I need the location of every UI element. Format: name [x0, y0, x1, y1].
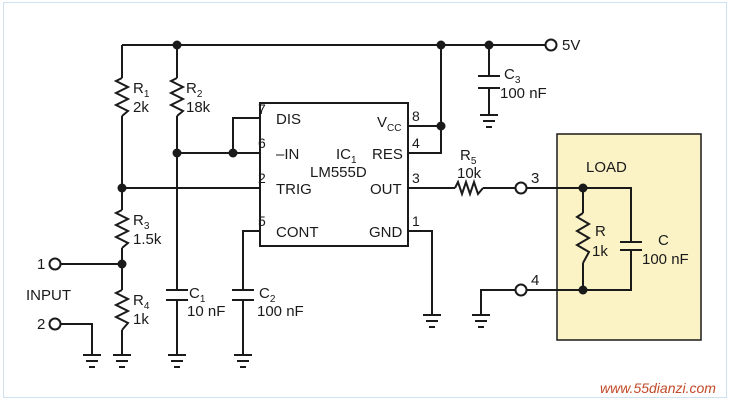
- pin-number-nin: 6: [258, 135, 266, 151]
- ground-icon: [168, 354, 186, 368]
- c2-value: 100 nF: [257, 303, 304, 320]
- r5-value: 10k: [457, 165, 482, 182]
- r4-value: 1k: [133, 311, 149, 328]
- capacitor-c3: [478, 75, 500, 89]
- pin-out-label: OUT: [370, 181, 402, 198]
- ic-part-number: LM555D: [310, 164, 367, 181]
- r3-value: 1.5k: [133, 231, 162, 248]
- pin-cont-label: CONT: [276, 224, 319, 241]
- pin-nin-label: –IN: [276, 146, 299, 163]
- load-r-value: 1k: [592, 243, 608, 260]
- figure-frame: [3, 2, 727, 398]
- ground-icon: [113, 354, 131, 368]
- load-terminal-3-label: 3: [531, 170, 539, 187]
- r2-ref: R2: [186, 80, 203, 100]
- supply-label: 5V: [562, 37, 580, 54]
- capacitor-c1: [166, 289, 188, 301]
- ic-ref: IC1: [336, 146, 357, 166]
- c1-value: 10 nF: [187, 303, 225, 320]
- pin-number-gnd: 1: [412, 213, 420, 229]
- resistor-r3: [113, 209, 131, 249]
- input-label: INPUT: [26, 287, 71, 304]
- terminal-input-2: [48, 317, 62, 331]
- c2-ref: C2: [259, 285, 276, 305]
- resistor-r5: [454, 178, 484, 198]
- ground-icon: [472, 314, 490, 328]
- load-title: LOAD: [586, 159, 627, 176]
- ground-symbols: [83, 114, 498, 368]
- terminal-load-3: [514, 181, 528, 195]
- ground-icon: [480, 114, 498, 128]
- capacitor-load-c: [620, 241, 642, 251]
- pin-res-label: RES: [372, 146, 403, 163]
- pin-number-cont: 5: [258, 213, 266, 229]
- pin-dis-label: DIS: [276, 111, 301, 128]
- resistor-r1: [113, 77, 131, 117]
- terminal-input-1: [48, 257, 62, 271]
- wiring: [61, 44, 632, 355]
- r5-ref: R5: [460, 147, 477, 167]
- ic-555-body: [259, 102, 409, 247]
- load-box: [556, 133, 702, 341]
- pin-gnd-label: GND: [369, 224, 403, 241]
- pin-number-out: 3: [412, 170, 420, 186]
- pin-number-res: 4: [412, 135, 420, 151]
- ground-icon: [83, 354, 101, 368]
- pin-number-dis: 7: [258, 101, 266, 117]
- r2-value: 18k: [186, 99, 211, 116]
- r1-value: 2k: [133, 99, 149, 116]
- terminal-5v: [544, 38, 558, 52]
- pin-vcc-label: VCC: [377, 114, 401, 134]
- r3-ref: R3: [133, 212, 150, 232]
- r1-ref: R1: [133, 80, 150, 100]
- input-terminal-2-label: 2: [37, 316, 45, 333]
- pin-number-trig: 2: [258, 170, 266, 186]
- c1-ref: C1: [189, 285, 206, 305]
- terminal-load-4: [514, 283, 528, 297]
- load-c-ref: C: [658, 232, 669, 249]
- pin-trig-label: TRIG: [276, 181, 312, 198]
- r4-ref: R4: [133, 292, 150, 312]
- junction-dots: [117, 40, 588, 295]
- c3-value: 100 nF: [500, 85, 547, 102]
- load-r-ref: R: [595, 223, 606, 240]
- resistor-load-r: [575, 212, 591, 264]
- ground-icon: [423, 314, 441, 328]
- pin-number-vcc: 8: [412, 108, 420, 124]
- load-terminal-4-label: 4: [531, 272, 539, 289]
- input-terminal-1-label: 1: [37, 256, 45, 273]
- watermark: www.55dianzi.com: [600, 380, 716, 396]
- c3-ref: C3: [504, 66, 521, 86]
- capacitor-c2: [232, 289, 254, 301]
- resistor-r4: [113, 289, 131, 331]
- terminals: [48, 38, 558, 331]
- load-c-value: 100 nF: [642, 251, 689, 268]
- resistor-r2: [168, 77, 186, 117]
- ground-icon: [234, 354, 252, 368]
